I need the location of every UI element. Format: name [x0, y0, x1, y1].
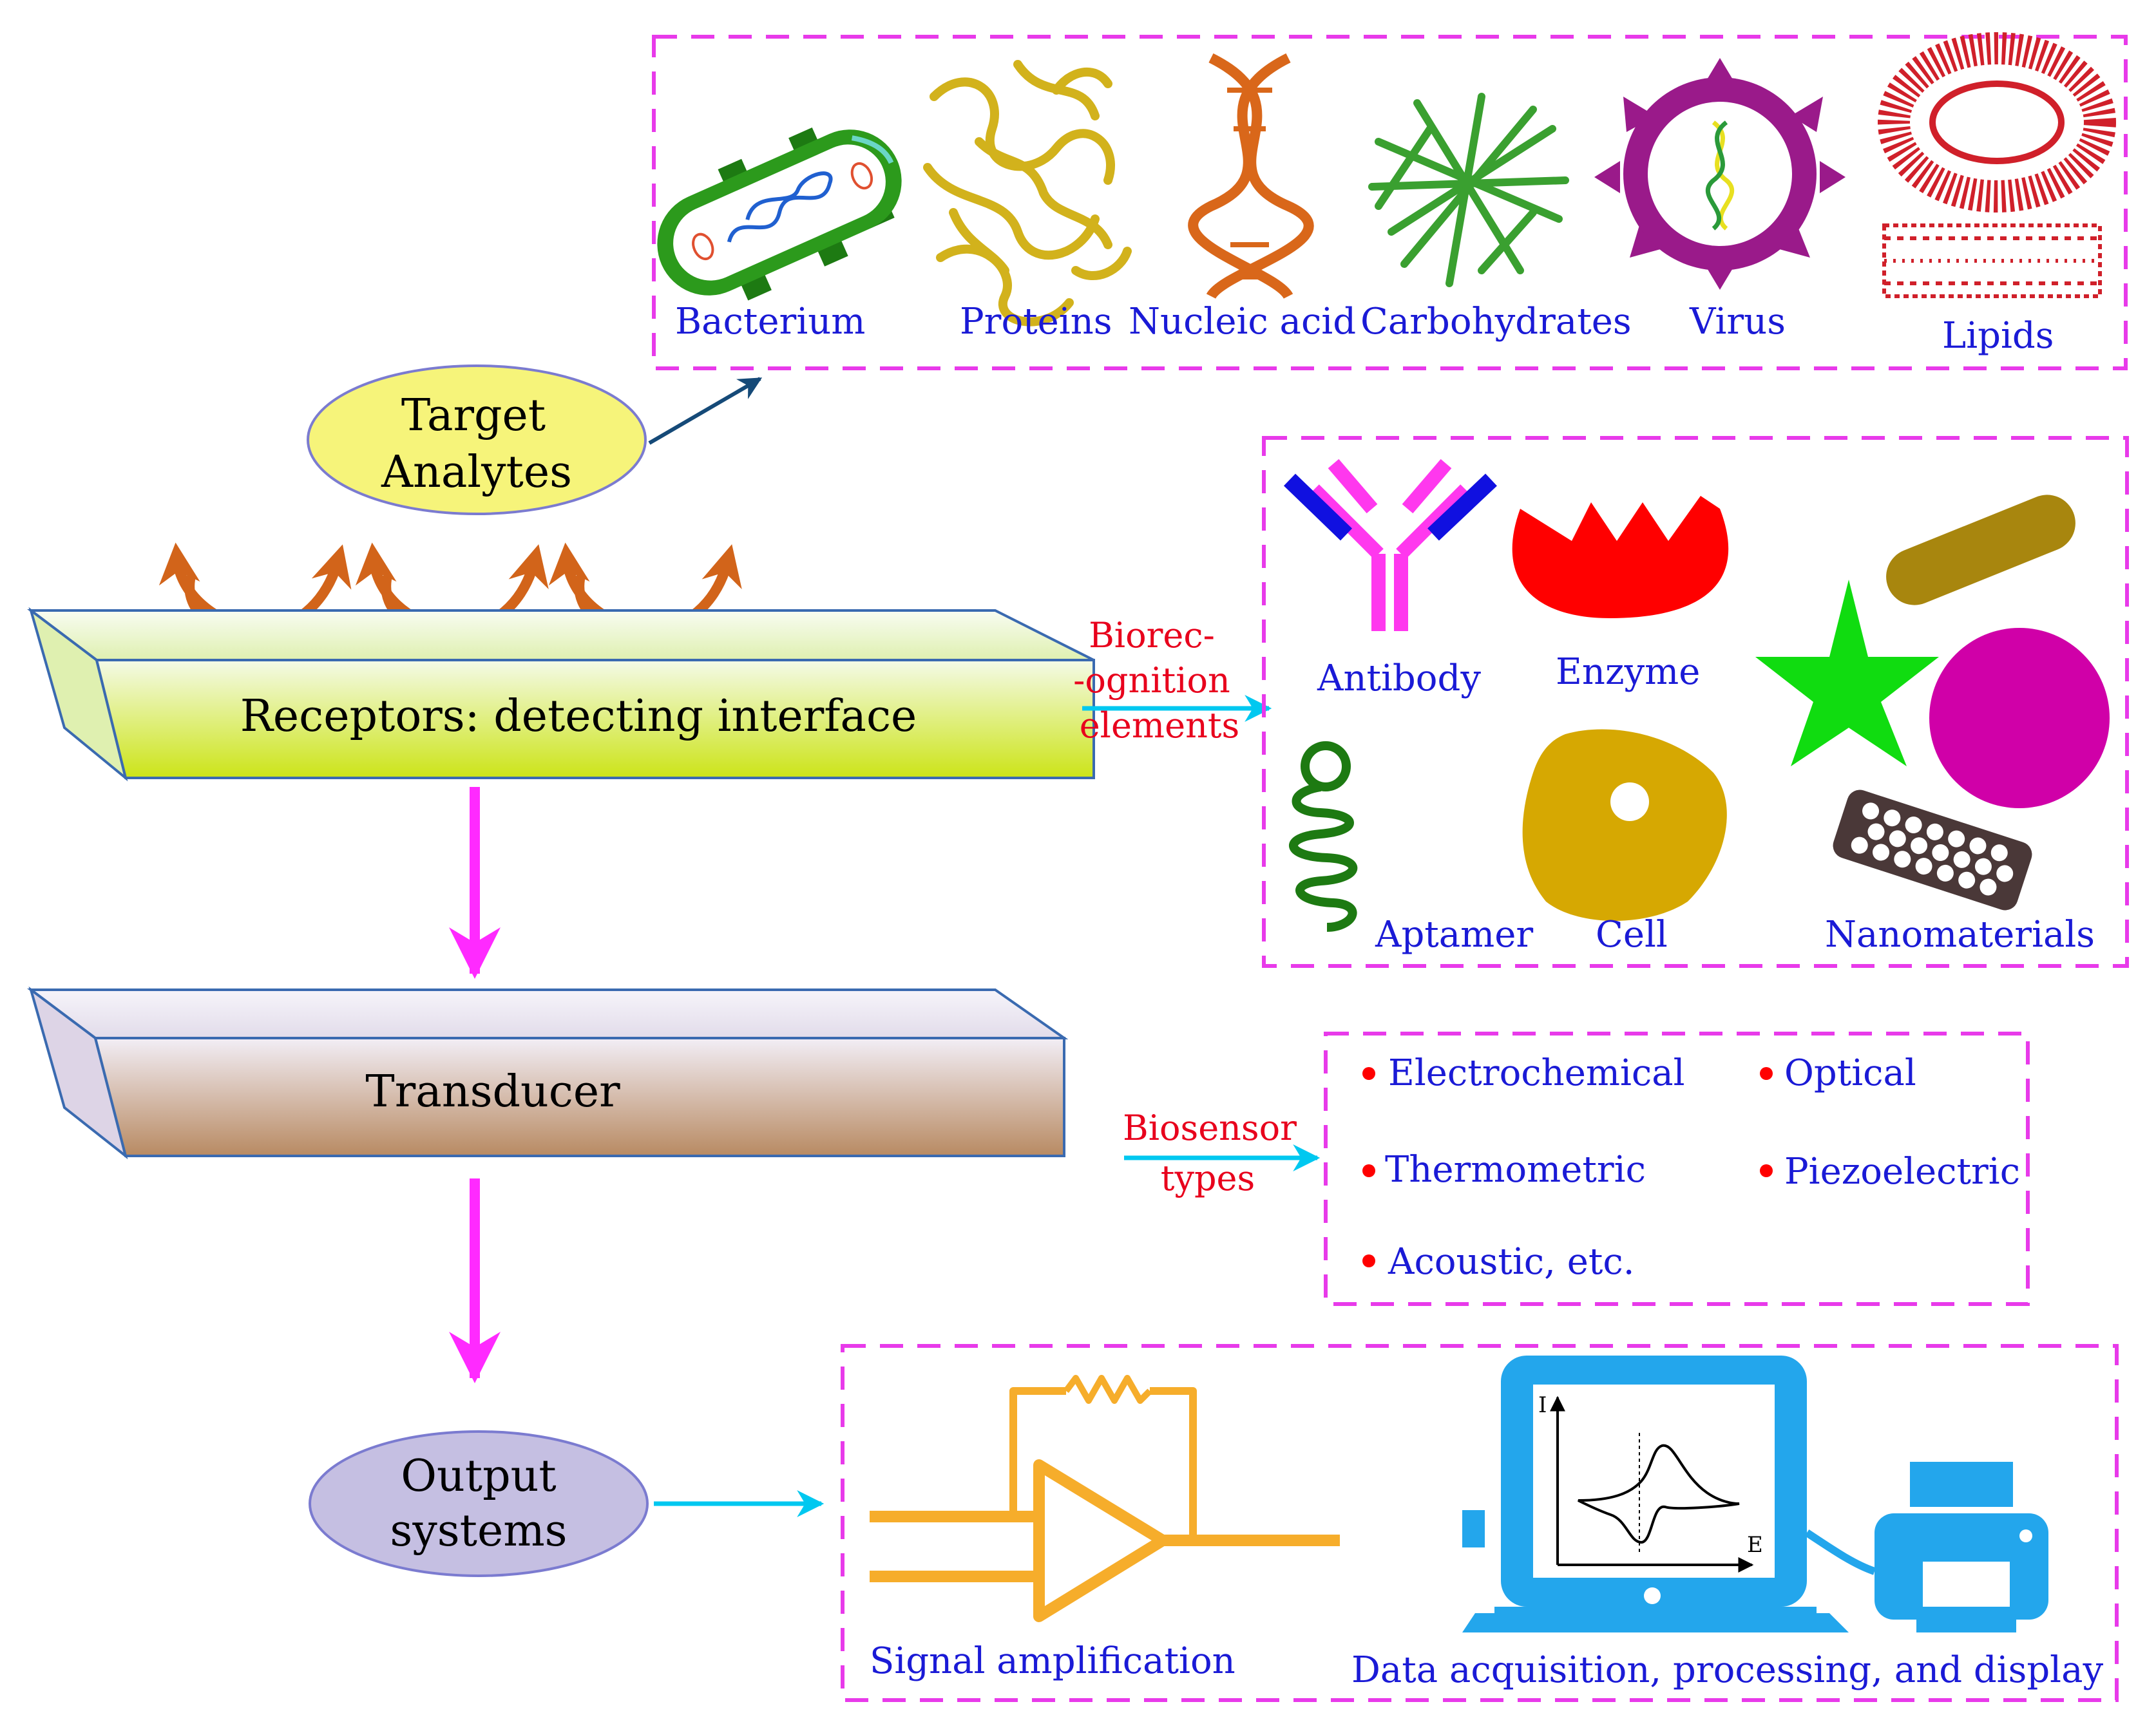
element-label-aptamer: Aptamer	[1375, 914, 1533, 956]
analytes-box	[652, 35, 2128, 370]
data-acquisition-label: Data acquisition, processing, and displa…	[1351, 1649, 2103, 1691]
output-title-line1: Output	[401, 1451, 557, 1502]
biosensor-types-label-line2: types	[1161, 1158, 1255, 1198]
amplifier-icon	[870, 1375, 1340, 1622]
enzyme-icon	[1512, 496, 1729, 618]
analyte-label-lipids: Lipids	[1942, 315, 2054, 357]
protein-icon	[923, 60, 1132, 326]
output-title-line2: systems	[390, 1506, 567, 1556]
element-label-nanomaterials: Nanomaterials	[1825, 914, 2095, 956]
output-box	[841, 1344, 2119, 1702]
type-thermometric: Thermometric	[1385, 1149, 1646, 1191]
target-analytes-title-line1: Target	[401, 390, 546, 441]
aptamer-icon	[1289, 741, 1358, 932]
analyte-label-bacterium: Bacterium	[675, 301, 865, 343]
target-analytes-title-line2: Analytes	[381, 447, 572, 498]
virus-icon	[1594, 58, 1846, 290]
transducer-label: Transducer	[365, 1066, 620, 1117]
type-electrochemical: Electrochemical	[1388, 1052, 1685, 1094]
voltammogram-plot	[1550, 1395, 1754, 1573]
element-label-cell: Cell	[1596, 914, 1668, 956]
biosensor-types-label-line1: Biosensor	[1123, 1108, 1297, 1148]
receptor-label: Receptors: detecting interface	[240, 691, 917, 742]
biorecognition-label-line3: elements	[1080, 705, 1240, 746]
target-analytes-ellipse[interactable]	[307, 364, 647, 515]
receptor-slab[interactable]	[27, 607, 1095, 782]
element-label-antibody: Antibody	[1317, 657, 1481, 699]
type-bullets	[1362, 1067, 1773, 1267]
dna-icon	[1188, 53, 1314, 299]
analyte-label-proteins: Proteins	[960, 301, 1112, 343]
analytes-arrow	[648, 377, 763, 445]
analyte-label-virus: Virus	[1689, 301, 1786, 343]
type-acoustic: Acoustic, etc.	[1388, 1241, 1635, 1283]
cell-icon	[1522, 729, 1727, 921]
monitor-icon	[1462, 1356, 1876, 1632]
lipid-icon	[1878, 32, 2116, 298]
axis-e-label: E	[1747, 1532, 1763, 1558]
biorecognition-box	[1262, 436, 2129, 968]
analyte-label-carbohydrates: Carbohydrates	[1360, 301, 1632, 343]
output-systems-ellipse[interactable]	[309, 1430, 649, 1577]
element-label-enzyme: Enzyme	[1556, 651, 1700, 693]
transducer-slab[interactable]	[27, 986, 1069, 1160]
biorecognition-label-line2: -ognition	[1073, 660, 1230, 701]
type-optical: Optical	[1784, 1052, 1916, 1094]
bacterium-icon	[657, 127, 902, 301]
printer-icon	[1875, 1462, 2048, 1632]
axis-i-label: I	[1538, 1392, 1547, 1418]
nanomaterials-icon	[1755, 495, 2110, 911]
biosensor-types-box	[1324, 1032, 2030, 1306]
antibody-icon	[1283, 459, 1497, 631]
analyte-label-nucleic-acid: Nucleic acid	[1129, 301, 1356, 343]
type-piezoelectric: Piezoelectric	[1784, 1151, 2020, 1193]
biorecognition-label-line1: Biorec-	[1089, 615, 1215, 656]
signal-amplification-label: Signal amplification	[870, 1640, 1235, 1682]
carbohydrate-icon	[1368, 93, 1569, 287]
